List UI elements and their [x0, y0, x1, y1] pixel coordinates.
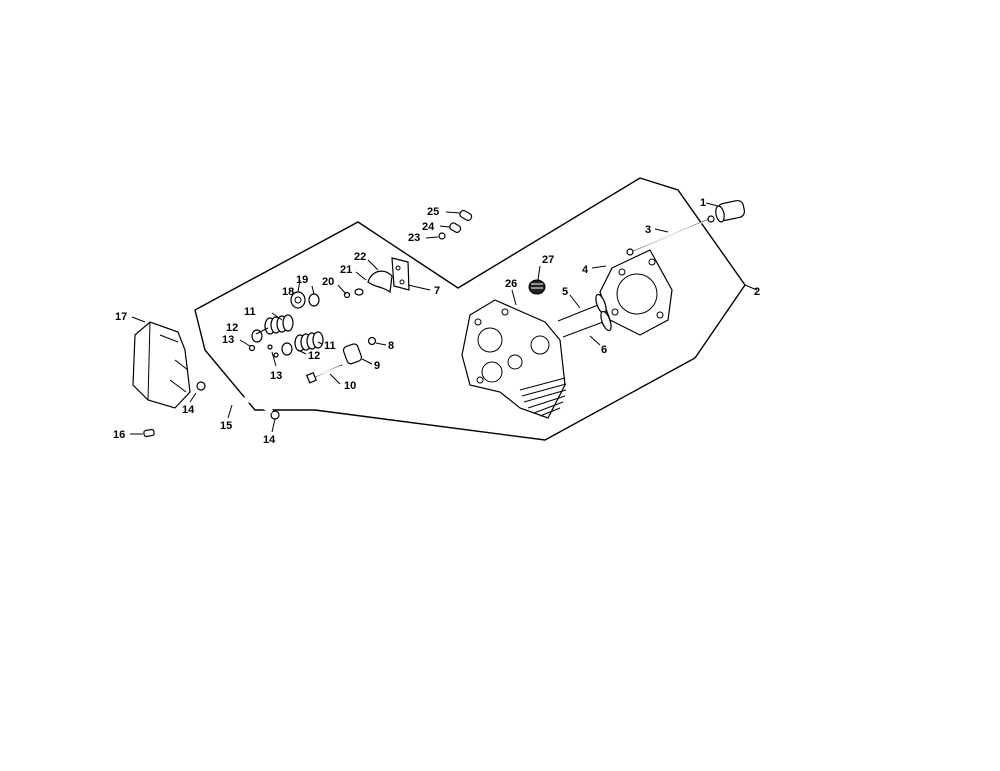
part-14-clamp-a [196, 381, 206, 391]
part-15-hose [204, 386, 274, 414]
part-22-bracket [391, 257, 410, 291]
callout-4: 4 [582, 264, 589, 276]
part-16-screw [143, 428, 155, 438]
callout-7: 7 [434, 285, 440, 297]
part-24-clip [449, 222, 462, 233]
part-3-pushrod [626, 215, 715, 256]
part-13-keeper-a [248, 344, 256, 352]
callout-14b: 14 [263, 434, 276, 446]
callout-2: 2 [754, 286, 760, 298]
part-9-bushing [342, 343, 363, 365]
part-12-retainer-a [251, 329, 263, 343]
callout-14a: 14 [182, 404, 195, 416]
callout-15: 15 [220, 420, 232, 432]
callout-19: 19 [296, 274, 308, 286]
assembly-frame [194, 177, 746, 441]
callout-24: 24 [422, 221, 435, 233]
callout-9: 9 [374, 360, 380, 372]
callout-10: 10 [344, 380, 356, 392]
callout-5: 5 [562, 286, 568, 298]
callout-17: 17 [115, 311, 127, 323]
part-23-screw [438, 232, 446, 240]
part-6-valve [562, 310, 612, 338]
part-5-valve [557, 293, 607, 322]
callout-12b: 12 [308, 350, 320, 362]
callout-3: 3 [645, 224, 651, 236]
callout-13a: 13 [222, 334, 234, 346]
part-17-valve-cover [132, 321, 191, 409]
part-1-cap [715, 199, 746, 223]
callout-16: 16 [113, 429, 125, 441]
callout-23: 23 [408, 232, 420, 244]
callout-1: 1 [700, 197, 706, 209]
part-20-pin [343, 288, 364, 299]
part-12-retainer-b [281, 342, 293, 356]
callout-20: 20 [322, 276, 334, 288]
callout-18: 18 [282, 286, 294, 298]
part-13-keeper-b [267, 344, 279, 358]
part-10-stud [305, 364, 343, 384]
part-8-nut [367, 336, 377, 346]
callout-21: 21 [340, 264, 352, 276]
part-26-cylinder-head [461, 299, 567, 419]
callout-25: 25 [427, 206, 439, 218]
part-11-spring-a [264, 314, 294, 335]
part-27-plug [528, 279, 546, 295]
leader-lines [130, 202, 758, 435]
callout-12a: 12 [226, 322, 238, 334]
callout-22: 22 [354, 251, 366, 263]
callout-26: 26 [505, 278, 517, 290]
callout-11a: 11 [244, 306, 256, 318]
part-11-spring-b [294, 331, 324, 352]
callout-11b: 11 [324, 340, 336, 352]
callout-13b: 13 [270, 370, 282, 382]
callout-6: 6 [601, 344, 607, 356]
part-19-cap [308, 293, 320, 307]
part-14-clamp-b [270, 410, 280, 420]
part-25-clip [459, 209, 473, 221]
callout-27: 27 [542, 254, 554, 266]
callout-8: 8 [388, 340, 394, 352]
part-21-rocker-arm [367, 270, 393, 294]
